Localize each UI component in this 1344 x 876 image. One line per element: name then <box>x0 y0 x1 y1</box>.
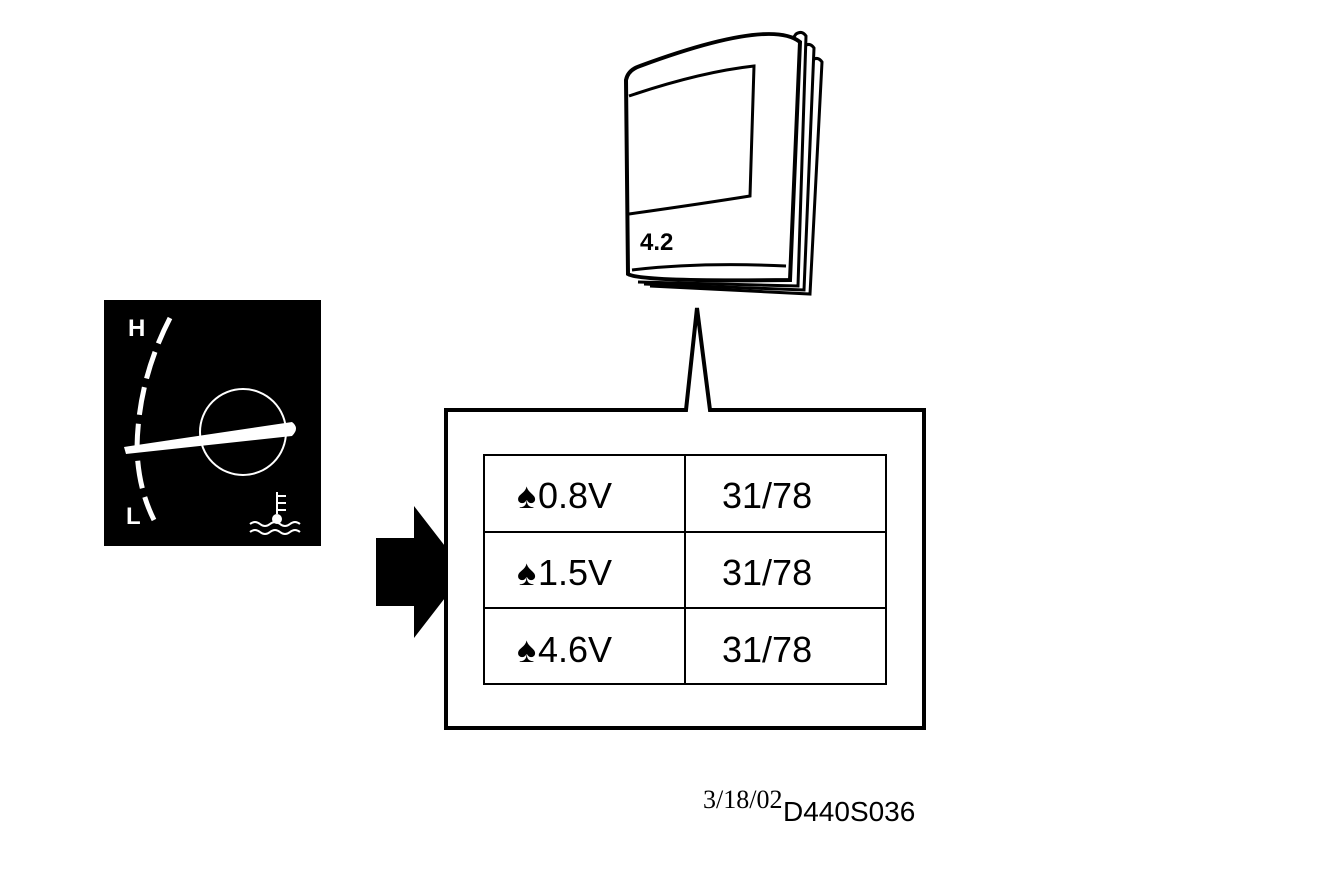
table-cell-value: 31/78 <box>722 552 812 593</box>
table-cell-value: 31/78 <box>722 629 812 670</box>
coolant-temperature-icon <box>249 492 301 535</box>
gauge-scale-arc <box>134 316 173 522</box>
gauge-needle <box>124 422 296 454</box>
gauge-low-label: L <box>126 503 141 530</box>
table-cell-voltage: 1.5V <box>538 552 612 593</box>
table-row-bullet: ♠ <box>517 629 536 670</box>
manual-section-label: 4.2 <box>640 229 673 256</box>
manual-book-icon <box>623 30 824 296</box>
voltage-table: ♠ 0.8V 31/78 ♠ 1.5V 31/78 ♠ 4.6V 31/78 <box>483 454 887 685</box>
table-row: ♠ 1.5V 31/78 <box>517 552 812 593</box>
table-cell-voltage: 0.8V <box>538 475 612 516</box>
table-row-bullet: ♠ <box>517 552 536 593</box>
footer-date: 3/18/02 <box>703 785 782 814</box>
table-cell-voltage: 4.6V <box>538 629 612 670</box>
temperature-gauge: H L <box>104 300 321 546</box>
table-row: ♠ 4.6V 31/78 <box>517 629 812 670</box>
gauge-high-label: H <box>128 315 145 342</box>
figure-code: D440S036 <box>783 796 915 827</box>
table-cell-value: 31/78 <box>722 475 812 516</box>
arrow-right-icon <box>376 506 465 638</box>
table-row: ♠ 0.8V 31/78 <box>517 475 812 516</box>
table-row-bullet: ♠ <box>517 475 536 516</box>
